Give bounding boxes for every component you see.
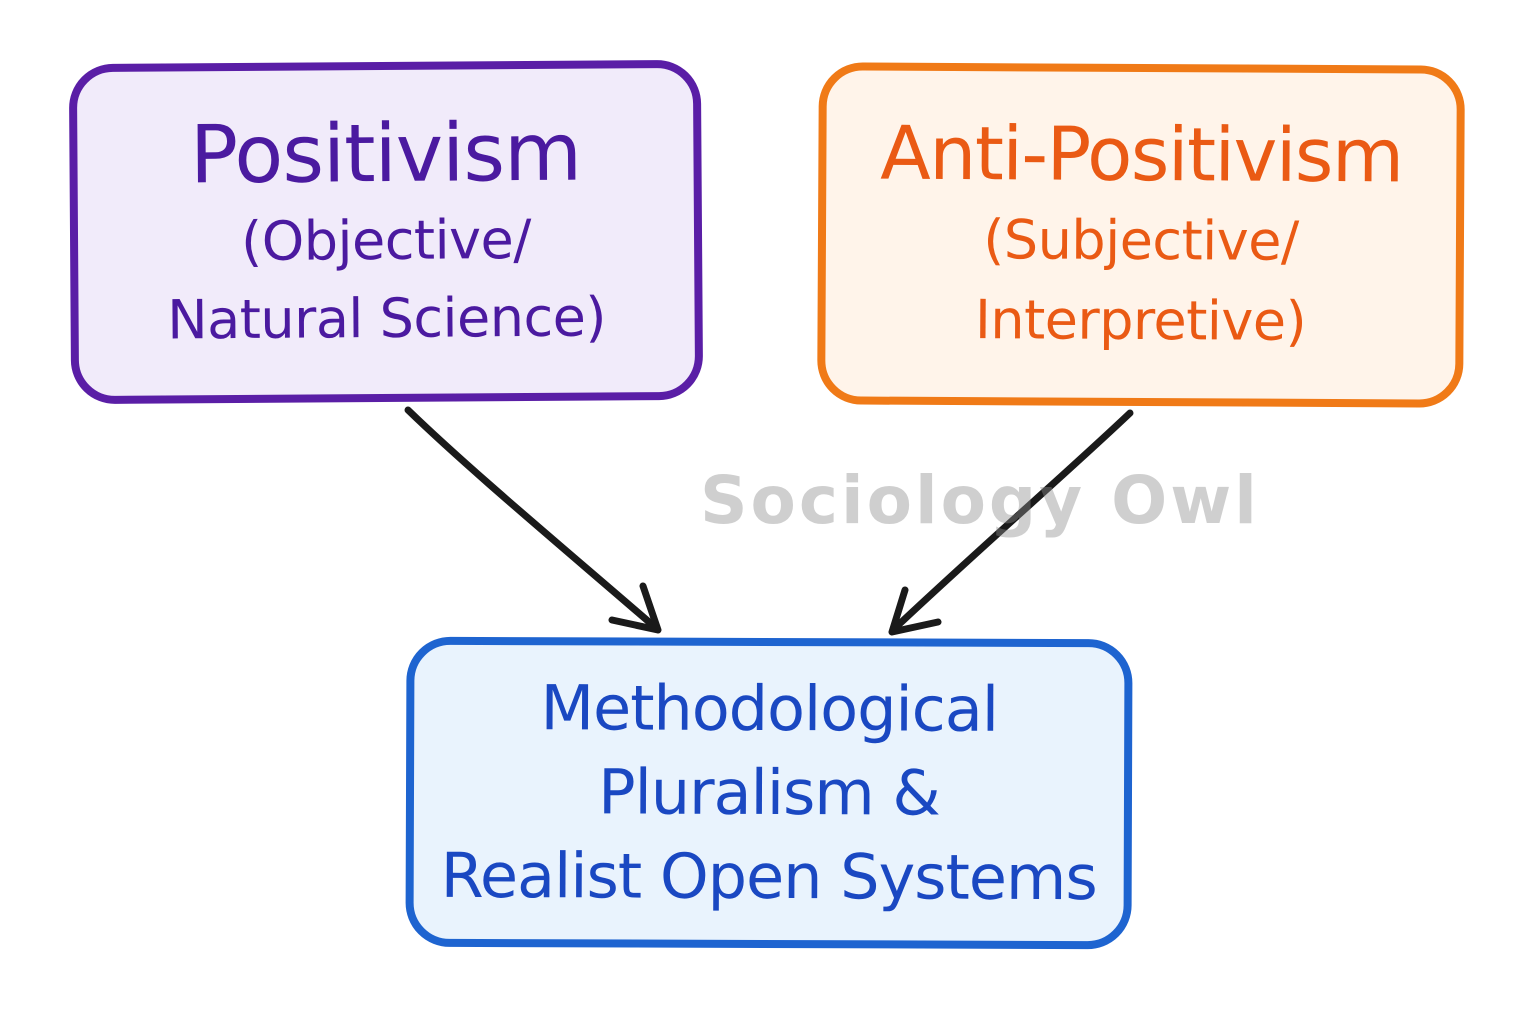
arrow-positivism-to-pluralism (404, 406, 662, 634)
arrowhead (608, 582, 662, 634)
positivism-box: Positivism (Objective/ Natural Science) (68, 59, 704, 405)
pluralism-box: Methodological Pluralism & Realist Open … (405, 636, 1133, 950)
arrow-line (889, 409, 1134, 634)
positivism-subtitle-line-2: Natural Science) (167, 285, 607, 352)
arrowhead (888, 586, 942, 636)
anti-positivism-title: Anti-Positivism (880, 110, 1403, 200)
watermark: Sociology Owl (700, 462, 1260, 539)
anti-positivism-subtitle-line-1: (Subjective/ (983, 208, 1299, 273)
anti-positivism-subtitle-line-2: Interpretive) (974, 288, 1307, 353)
arrow-anti-positivism-to-pluralism (888, 409, 1134, 636)
anti-positivism-box: Anti-Positivism (Subjective/ Interpretiv… (817, 62, 1465, 408)
positivism-title: Positivism (189, 105, 582, 202)
pluralism-line-1: Methodological (540, 671, 999, 746)
arrow-line (404, 406, 660, 632)
pluralism-line-3: Realist Open Systems (440, 838, 1097, 915)
positivism-subtitle-line-1: (Objective/ (240, 207, 532, 274)
pluralism-line-2: Pluralism & (598, 755, 940, 830)
